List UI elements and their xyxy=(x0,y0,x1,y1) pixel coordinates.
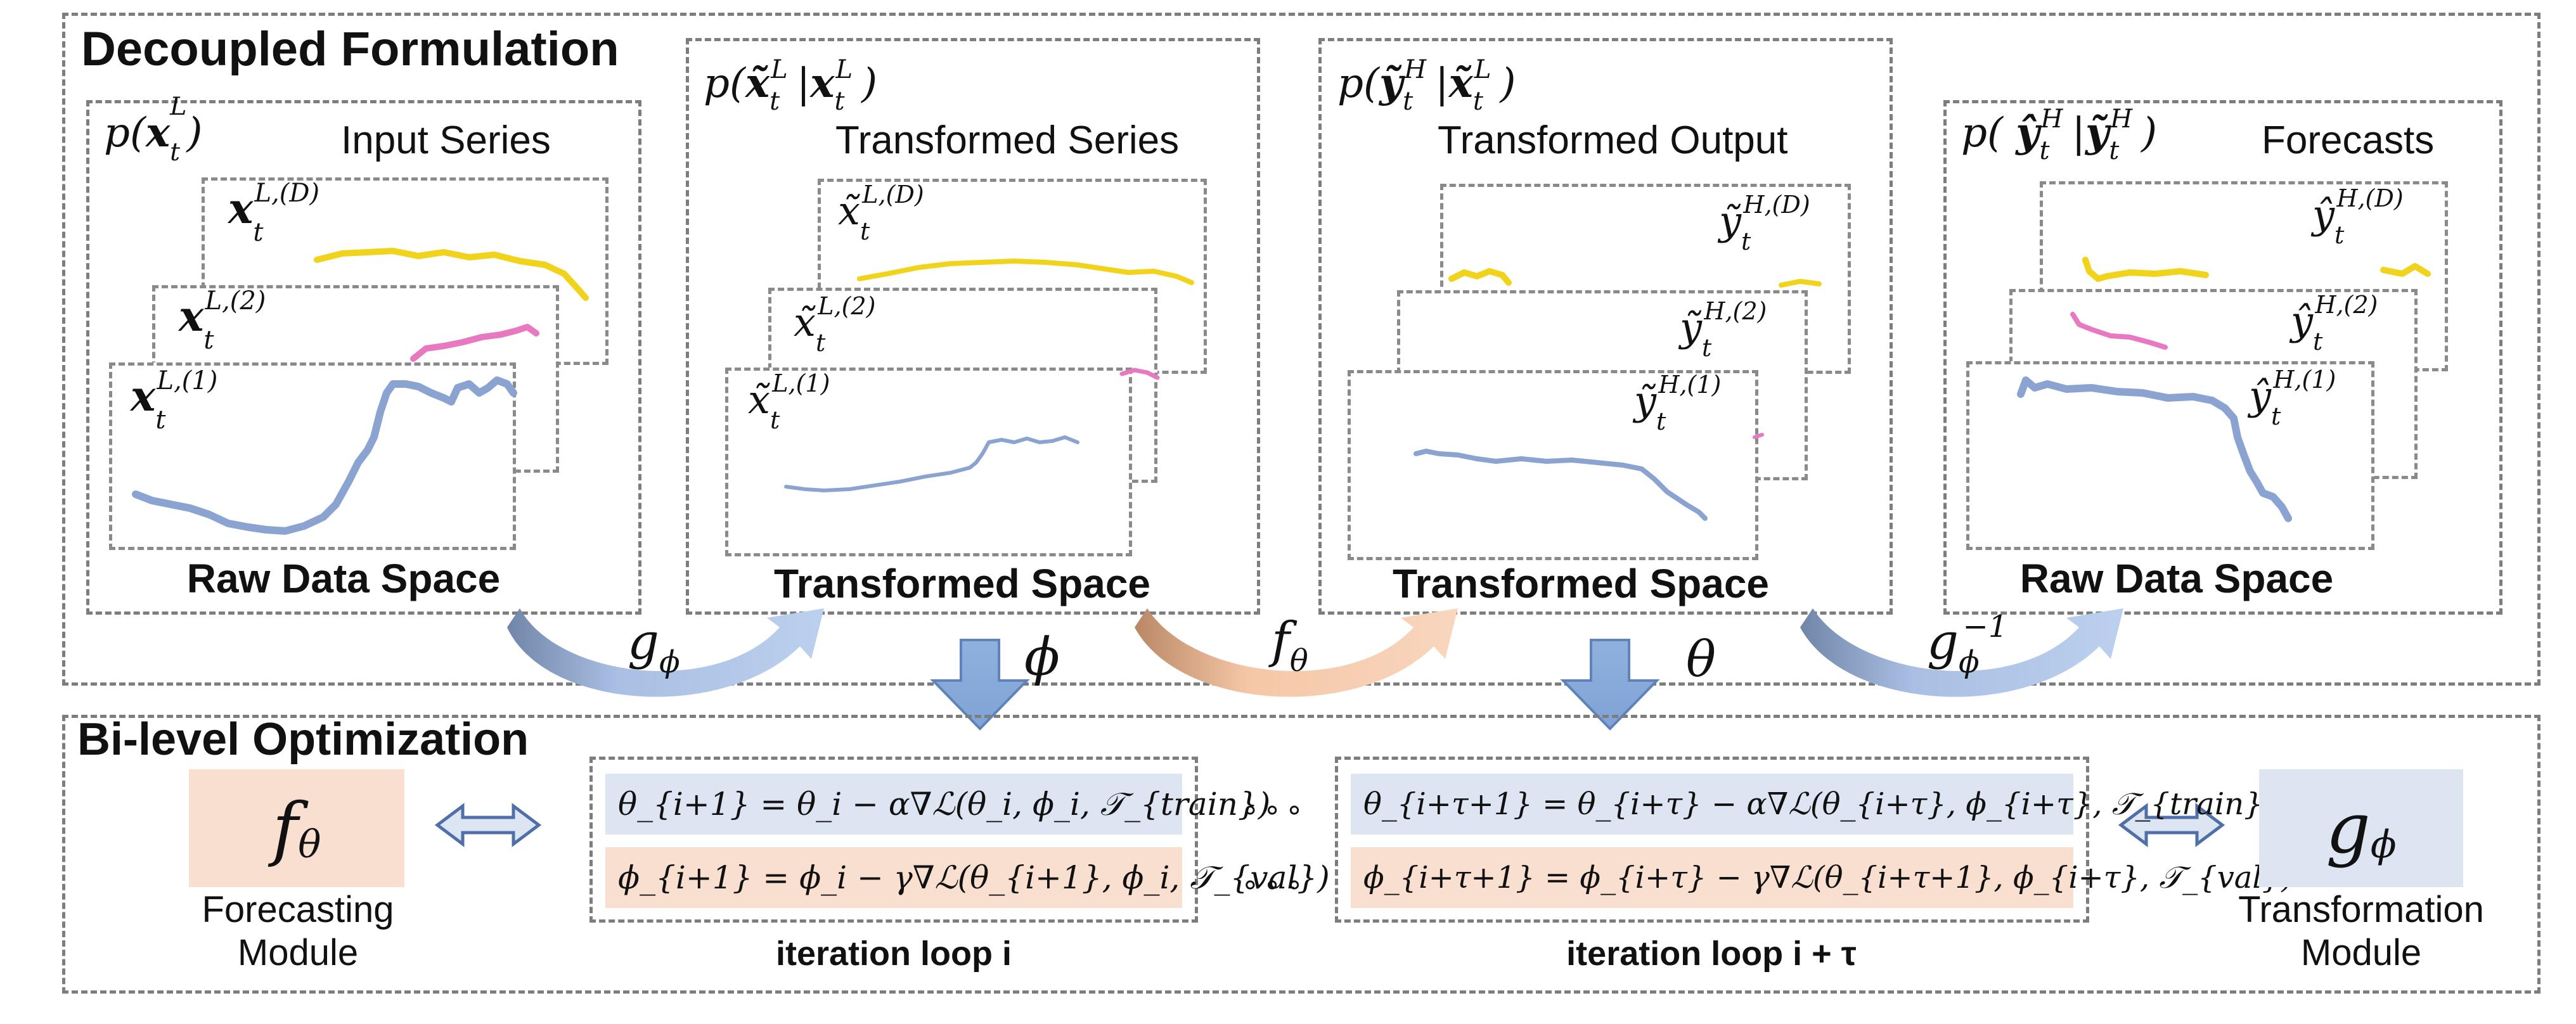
loop2-phi-update: ϕ_{i+τ+1} = ϕ_{i+τ} − γ∇ℒ(θ_{i+τ+1}, ϕ_{… xyxy=(1351,847,2293,908)
toutput-pink-line xyxy=(1753,433,1764,439)
f-theta-label: fθ xyxy=(1272,612,1308,679)
transformed-series-space-label: Transformed Space xyxy=(774,561,1150,606)
input-layer-1-label: xtL,(1) xyxy=(131,366,218,435)
panel-transformed-series-dist: p(x̃tL|xtL) xyxy=(704,55,878,116)
input-layer-d-label: xtL,(D) xyxy=(228,179,319,247)
g-phi-arrow xyxy=(507,608,824,697)
loop2-equation-box: θ_{i+τ+1} = θ_{i+τ} − α∇ℒ(θ_{i+τ}, ϕ_{i+… xyxy=(1335,757,2293,923)
forecast-layer-1 xyxy=(1966,361,2374,550)
tseries-layer-1 xyxy=(725,368,1132,556)
bilevel-optimization-frame xyxy=(62,715,2541,994)
forecast-blue-line xyxy=(2017,376,2292,522)
bilevel-optimization-title: Bi-level Optimization xyxy=(77,714,529,765)
panel-transformed-output-title: Transformed Output xyxy=(1438,118,1788,162)
theta-down-arrow xyxy=(1560,639,1660,731)
input-yellow-line xyxy=(314,248,589,301)
panel-forecasts-dist: p( ŷtH|ỹtH) xyxy=(1961,105,2158,165)
forecast-layer-1-label: ŷtH,(1) xyxy=(2249,366,2336,430)
loop1-phi-update: ϕ_{i+1} = ϕ_i − γ∇ℒ(θ_{i+1}, ϕ_i, 𝒯_{val… xyxy=(605,847,1330,908)
panel-forecasts-title: Forecasts xyxy=(2262,118,2435,162)
loop1-label: iteration loop i xyxy=(776,935,1012,973)
toutput-layer-2-label: ỹtH,(2) xyxy=(1680,297,1767,362)
f-theta-arrow xyxy=(1135,608,1458,697)
toutput-layer-d-label: ỹtH,(D) xyxy=(1719,191,1810,255)
phi-label: ϕ xyxy=(1024,627,1060,688)
transformed-output-space-label: Transformed Space xyxy=(1393,561,1769,606)
forecast-layer-2-label: ŷtH,(2) xyxy=(2291,291,2378,355)
phi-down-arrow xyxy=(930,639,1030,731)
forecast-yellow-line xyxy=(2082,257,2209,282)
left-double-arrow xyxy=(434,803,542,847)
forecast-layer-d-label: ŷtH,(D) xyxy=(2312,184,2404,249)
g-phi-inv-arrow xyxy=(1800,608,2123,697)
input-layer-2-label: xtL,(2) xyxy=(179,286,266,355)
dots-theta: ∘∘∘ xyxy=(1241,792,1308,826)
input-space-label: Raw Data Space xyxy=(186,556,501,601)
loop1-theta-update: θ_{i+1} = θ_i − α∇ℒ(θ_i, ϕ_i, 𝒯_{train}) xyxy=(605,774,1270,835)
toutput-yellow-line-right xyxy=(1779,279,1822,288)
right-double-arrow xyxy=(2118,803,2225,847)
g-phi-inv-label: gϕ−1 xyxy=(1927,609,2008,680)
input-blue-line xyxy=(132,376,517,535)
theta-label: θ xyxy=(1686,631,1716,688)
input-pink-line xyxy=(410,324,539,362)
toutput-layer-1 xyxy=(1348,370,1758,560)
dots-phi: ∘∘∘ xyxy=(1241,867,1308,901)
forecast-yellow-line-right xyxy=(2380,263,2431,277)
tseries-pink-line xyxy=(1119,368,1160,380)
toutput-layer-1-label: ỹtH,(1) xyxy=(1634,371,1722,435)
panel-input-title: Input Series xyxy=(341,118,551,162)
tseries-blue-line xyxy=(784,435,1079,492)
panel-transformed-series-title: Transformed Series xyxy=(835,118,1180,162)
decoupled-formulation-title: Decoupled Formulation xyxy=(81,22,619,76)
tseries-layer-1-label: x̃tL,(1) xyxy=(748,369,830,434)
toutput-yellow-line xyxy=(1448,268,1512,286)
forecast-pink-line xyxy=(2070,312,2168,350)
loop1-equation-box: θ_{i+1} = θ_i − α∇ℒ(θ_i, ϕ_i, 𝒯_{train})… xyxy=(589,757,1330,923)
tseries-yellow-line xyxy=(857,259,1194,285)
toutput-blue-line xyxy=(1414,449,1708,521)
forecasts-space-label: Raw Data Space xyxy=(2019,556,2334,601)
g-phi-label: gϕ xyxy=(628,613,680,680)
loop2-theta-update: θ_{i+τ+1} = θ_{i+τ} − α∇ℒ(θ_{i+τ}, ϕ_{i+… xyxy=(1351,774,2275,835)
tseries-layer-2-label: x̃tL,(2) xyxy=(794,292,876,357)
panel-transformed-output-dist: p(ỹtH|x̃tL) xyxy=(1337,55,1516,116)
tseries-layer-d-label: x̃tL,(D) xyxy=(838,181,924,245)
loop2-label: iteration loop i + τ xyxy=(1566,935,1857,973)
